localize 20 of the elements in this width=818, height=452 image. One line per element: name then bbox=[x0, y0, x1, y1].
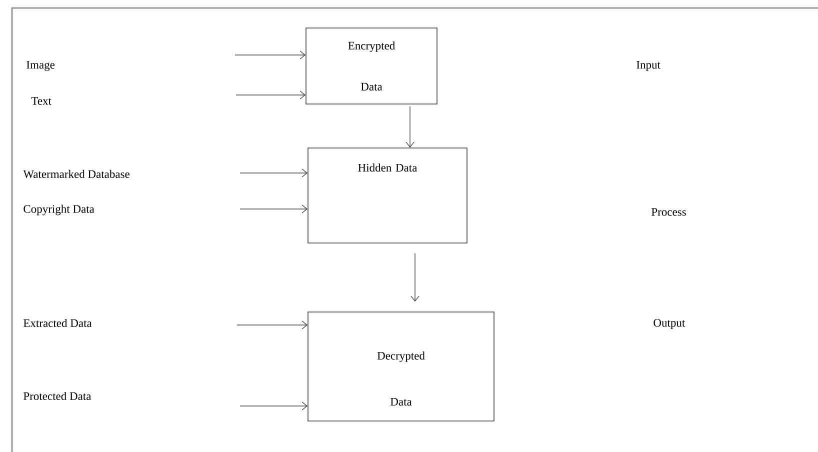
arrow bbox=[236, 90, 306, 100]
process-box: Encrypted Data bbox=[306, 28, 438, 104]
process-box: Hidden Data bbox=[308, 148, 468, 244]
arrow bbox=[234, 50, 306, 60]
text-label: Text bbox=[31, 97, 52, 105]
arrow bbox=[240, 168, 308, 178]
text-label: Process bbox=[652, 208, 686, 216]
text-label: Extracted Data bbox=[24, 318, 92, 328]
text-label: Copyright Data bbox=[24, 204, 94, 216]
text-label: Watermarked Database bbox=[23, 170, 130, 178]
text-label: Protected Data bbox=[24, 392, 92, 400]
text-label: Input bbox=[636, 61, 660, 71]
arrow bbox=[240, 402, 308, 410]
process-box: Decrypted Data bbox=[308, 312, 494, 422]
arrow bbox=[240, 204, 308, 214]
arrow bbox=[410, 253, 420, 302]
arrow bbox=[236, 320, 308, 330]
text-label: Output bbox=[654, 318, 686, 330]
text-label: Image bbox=[26, 61, 55, 71]
arrow bbox=[406, 106, 414, 148]
